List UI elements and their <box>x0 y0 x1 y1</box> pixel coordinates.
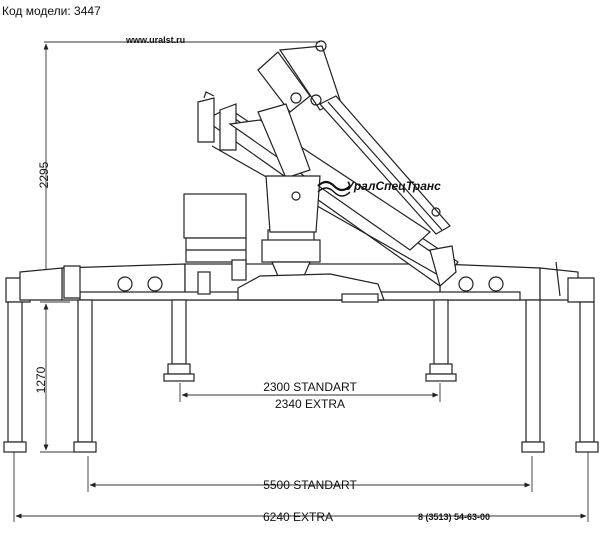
website-label: www.uralst.ru <box>125 35 185 45</box>
brand-label: УралСпецТранс <box>346 179 441 193</box>
outer-standart-label: 5500 STANDART <box>263 478 357 492</box>
wave-logo-icon <box>317 180 351 197</box>
outrigger-legs <box>3 299 599 453</box>
crane-base <box>183 193 385 303</box>
phone-label: 8 (3513) 54-63-00 <box>418 512 490 522</box>
height-top-label: 2295 <box>37 161 51 188</box>
height-bottom-label: 1270 <box>34 366 48 393</box>
inner-standart-label: 2300 STANDART <box>263 380 357 394</box>
labels: www.uralst.ru УралСпецТранс 2295 1270 23… <box>34 35 490 524</box>
inner-extra-label: 2340 EXTRA <box>275 397 345 411</box>
outer-extra-label: 6240 EXTRA <box>263 510 333 524</box>
model-code-label: Код модели: 3447 <box>2 4 101 18</box>
crane-boom <box>197 40 459 288</box>
